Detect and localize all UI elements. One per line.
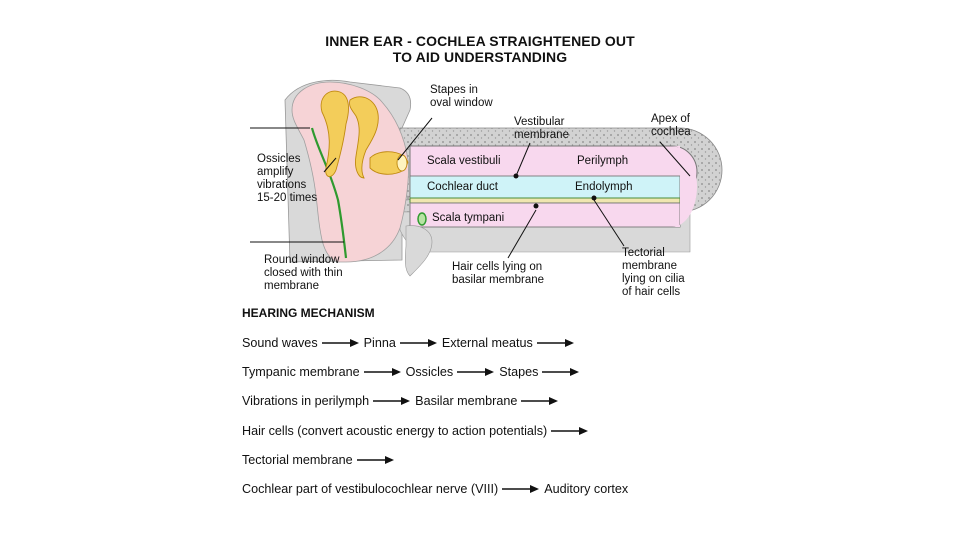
round-window	[417, 212, 427, 226]
tympanic-membrane	[310, 127, 348, 259]
mechanism-step: Auditory cortex	[544, 482, 629, 496]
hearing-mechanism-heading: HEARING MECHANISM	[242, 306, 375, 320]
hair-cells-label-2: basilar membrane	[452, 274, 545, 286]
arrow-right-icon	[363, 367, 402, 377]
hair-cells-dot	[533, 203, 539, 209]
leader-line-ossicles	[323, 157, 337, 173]
leader-line-vestibular	[515, 142, 531, 177]
scala-tympani	[409, 202, 681, 228]
tectorial-label-1: Tectorial	[622, 247, 665, 259]
mechanism-step: Sound waves	[242, 336, 318, 350]
incus	[349, 96, 379, 179]
mechanism-row: Cochlear part of vestibulocochlear nerve…	[242, 482, 628, 496]
ossicles-label-4: 15-20 times	[257, 192, 318, 204]
arrow-right-icon	[373, 396, 411, 406]
arrow-right-icon	[457, 367, 495, 377]
leader-line-stapes	[397, 117, 433, 161]
leader-line-apex	[659, 141, 691, 177]
stapes-footplate	[396, 154, 408, 172]
basilar-membrane	[409, 197, 681, 204]
arrow-right-icon	[542, 367, 580, 377]
mechanism-row: Hair cells (convert acoustic energy to a…	[242, 424, 593, 438]
arrow-right-icon	[321, 338, 360, 348]
round-window-bone	[404, 225, 433, 277]
round-window-label-1: Round window	[264, 254, 340, 266]
vestibular-membrane-label-2: membrane	[514, 129, 569, 141]
mechanism-step: Cochlear part of vestibulocochlear nerve…	[242, 482, 499, 496]
mechanism-row: Tympanic membrane Ossicles Stapes	[242, 365, 584, 379]
middle-ear-cavity	[291, 81, 409, 263]
leader-line-tectorial	[593, 199, 625, 247]
vestibular-membrane-label-1: Vestibular	[514, 116, 565, 128]
mechanism-row: Vibrations in perilymph Basilar membrane	[242, 394, 563, 408]
arrow-right-icon	[502, 484, 540, 494]
cochlea-diagram	[250, 79, 723, 277]
round-window-label-3: membrane	[264, 280, 319, 292]
diagram-title-line-2: TO AID UNDERSTANDING	[392, 49, 568, 65]
mechanism-step: External meatus	[441, 336, 533, 350]
round-window-label-2: closed with thin	[264, 267, 343, 279]
helicotrema	[672, 146, 697, 227]
arrow-right-icon	[521, 396, 559, 406]
scala-vestibuli-label: Scala vestibuli	[427, 155, 501, 167]
arrow-right-icon	[356, 455, 395, 465]
ossicles-label-3: vibrations	[257, 179, 307, 191]
mechanism-step: Basilar membrane	[415, 394, 518, 408]
mechanism-step: Stapes	[499, 365, 539, 379]
apex-label-1: Apex of	[651, 113, 690, 125]
scala-tympani-label: Scala tympani	[432, 212, 505, 224]
arrow-right-icon	[536, 338, 575, 348]
mechanism-step: Ossicles	[405, 365, 454, 379]
tectorial-label-4: of hair cells	[622, 286, 681, 298]
mechanism-row: Sound waves Pinna External meatus	[242, 336, 579, 350]
mechanism-step: Hair cells (convert acoustic energy to a…	[242, 424, 548, 438]
tectorial-label-3: lying on cilia	[622, 273, 685, 285]
mechanism-step: Pinna	[363, 336, 396, 350]
mechanism-step: Vibrations in perilymph	[242, 394, 370, 408]
diagram-title-line-1: INNER EAR - COCHLEA STRAIGHTENED OUT	[325, 33, 635, 49]
ossicles-label-1: Ossicles	[257, 153, 301, 165]
cochlear-duct-label: Cochlear duct	[427, 181, 498, 193]
mechanism-step: Tympanic membrane	[242, 365, 360, 379]
arrow-right-icon	[551, 426, 589, 436]
leader-line-hair-cells	[507, 209, 537, 259]
tectorial-dot	[591, 195, 597, 201]
tectorial-label-2: membrane	[622, 260, 677, 272]
mechanism-row: Tectorial membrane	[242, 453, 399, 467]
endolymph-label: Endolymph	[575, 181, 633, 193]
mechanism-step: Tectorial membrane	[242, 453, 353, 467]
hair-cells-label-1: Hair cells lying on	[452, 261, 543, 273]
stapes-label-1: Stapes in	[430, 84, 478, 96]
apex-label-2: cochlea	[651, 126, 691, 138]
stapes-label-2: oval window	[430, 97, 493, 109]
vestibular-membrane-dot	[513, 173, 519, 179]
perilymph-label: Perilymph	[577, 155, 629, 167]
ossicles-label-2: amplify	[257, 166, 294, 178]
arrow-right-icon	[399, 338, 438, 348]
malleus	[320, 90, 349, 177]
